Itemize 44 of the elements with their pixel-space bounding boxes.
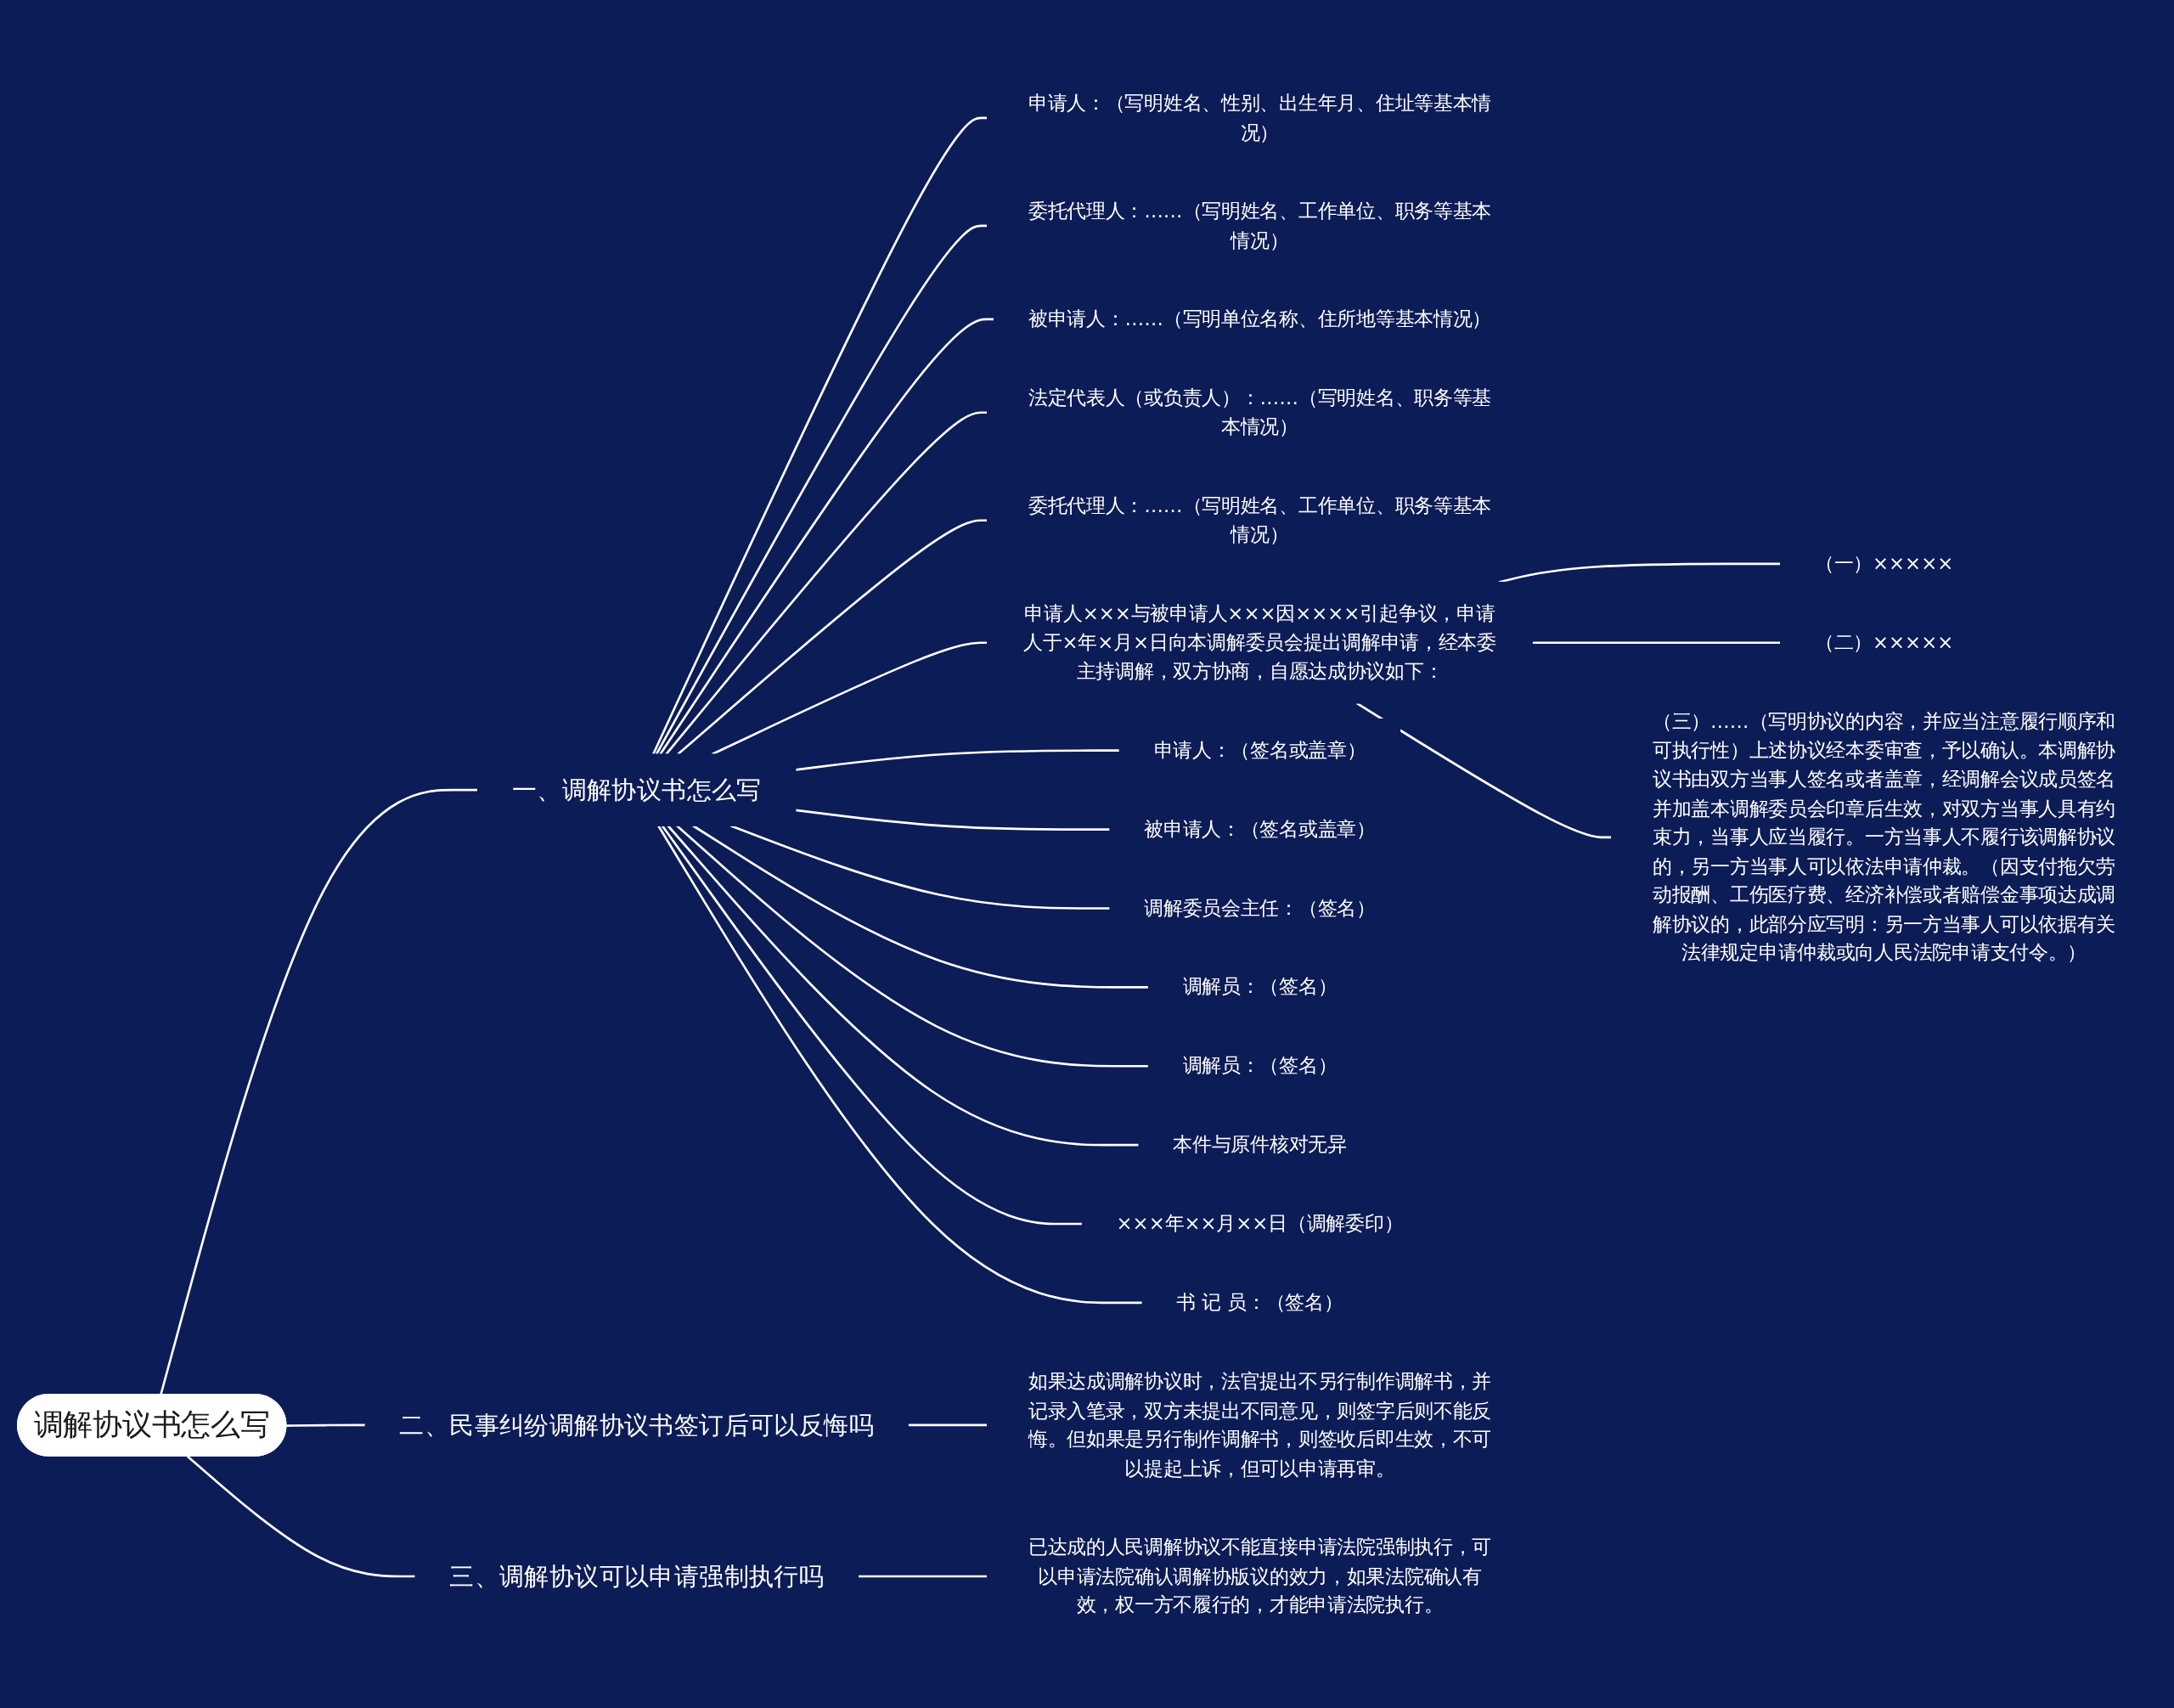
- node-text: 委托代理人：……（写明姓名、工作单位、职务等基本情况）: [1028, 493, 1492, 545]
- node-text: 如果达成调解协议时，法官提出不另行制作调解书，并记录入笔录，双方未提出不同意见，则签字后则不能反悔。但如果是另行制作调解书，则签收后即生效，不可以提起上诉，但可以申请再审。: [1028, 1368, 1492, 1479]
- node-text: 调解员：（签名）: [1182, 974, 1338, 998]
- node-text: （三）……（写明协议的内容，并应当注意履行顺序和可执行性）上述协议经本委审查，予以确认。本调解协议书由双方当事人签名或者盖章，经调解会议成员签名并加盖本调解委员会印章后生效，对双方当事人具有约束力，当事人应当履行。一方当事人不履行该调解协议的，另一方当事人可以依法申请仲裁。（因支付拖欠劳动报酬、工伤医疗费、经济补偿或者赔偿金事项达成调解协议的，此部分应写明：另一方当事人可以依据有关法律规定申请仲裁或向人民法院申请支付令。）: [1652, 708, 2116, 964]
- connector: [712, 640, 988, 755]
- connector: [661, 824, 1083, 1225]
- connector: [652, 116, 988, 755]
- connector: [1532, 640, 1781, 644]
- node-text: 调解委员会主任：（签名）: [1144, 895, 1376, 919]
- connector: [677, 518, 988, 755]
- connector: [729, 824, 1111, 910]
- node-text: 调解员：（签名）: [1182, 1053, 1338, 1077]
- node-text: （二）×××××: [1814, 629, 1954, 653]
- node-text: 三、调解协议可以申请强制执行吗: [449, 1561, 825, 1591]
- connector: [1498, 562, 1781, 583]
- node-text: 被申请人：（签名或盖章）: [1144, 816, 1376, 840]
- connector: [795, 809, 1111, 831]
- node-text: 书 记 员：（签名）: [1176, 1290, 1343, 1313]
- node-text: 被申请人：……（写明单位名称、住所地等基本情况）: [1028, 306, 1492, 330]
- connector: [692, 824, 1149, 989]
- node-text: 申请人：（写明姓名、性别、出生年月、住址等基本情况）: [1028, 91, 1492, 143]
- node-text: 委托代理人：……（写明姓名、工作单位、职务等基本情况）: [1028, 199, 1492, 251]
- node-text: 申请人：（签名或盖章）: [1153, 737, 1366, 761]
- node-text: 本件与原件核对无异: [1173, 1132, 1347, 1156]
- node-text: 二、民事纠纷调解协议书签订后可以反悔吗: [399, 1410, 875, 1440]
- connector: [657, 825, 1143, 1304]
- connector: [795, 748, 1120, 771]
- node-text: 法定代表人（或负责人）：……（写明姓名、职务等基本情况）: [1028, 385, 1492, 437]
- connector: [187, 1455, 416, 1577]
- node-text: （一）×××××: [1814, 550, 1954, 574]
- node-text: 一、调解协议书怎么写: [511, 775, 762, 804]
- connector: [286, 1423, 366, 1427]
- node-text: 申请人×××与被申请人×××因××××引起争议，申请人于×年×月×日向本调解委员会提出调解申请，经本委主持调解，双方协商，自愿达成协议如下：: [1022, 600, 1496, 682]
- connector: [655, 224, 988, 755]
- connector: [1355, 702, 1612, 838]
- connector: [659, 318, 994, 755]
- connector: [160, 788, 478, 1395]
- node-text: ×××年××月××日（调解委印）: [1116, 1211, 1404, 1234]
- connector: [858, 1575, 988, 1577]
- connector: [908, 1423, 988, 1426]
- connector: [676, 824, 1149, 1068]
- connector: [667, 824, 1140, 1146]
- node-text: 已达成的人民调解协议不能直接申请法院强制执行，可以申请法院确认调解协版议的效力，如果法院确认有效，权一方不履行的，才能申请法院执行。: [1028, 1535, 1492, 1615]
- connector: [665, 410, 988, 755]
